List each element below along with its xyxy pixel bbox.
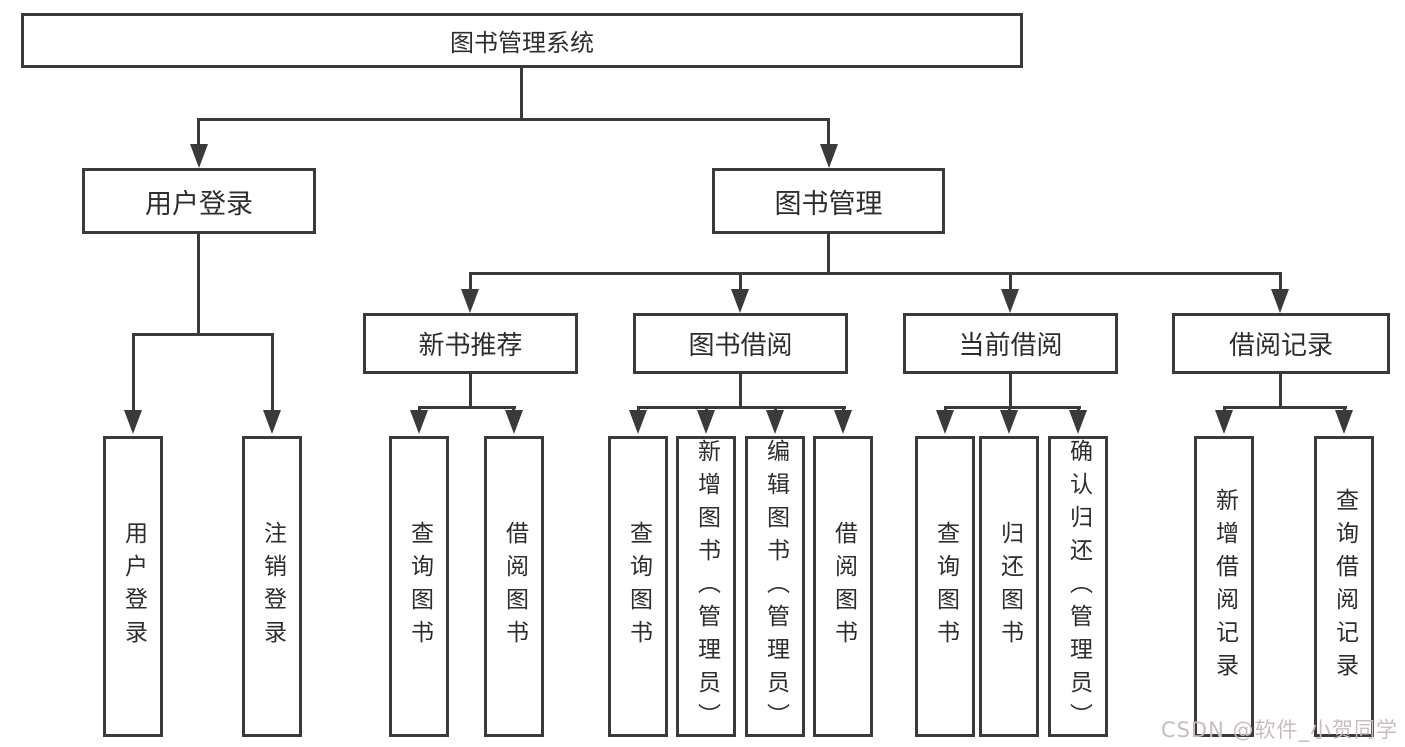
connector-line (520, 68, 523, 120)
leaf-query-books-recommend-label: 查询图书 (406, 520, 433, 653)
watermark: CSDN @软件_小贺同学 (1160, 718, 1398, 742)
arrow-down-icon (505, 410, 523, 434)
leaf-borrow-books: 借阅图书 (813, 436, 873, 737)
arrow-down-icon (124, 410, 142, 434)
node-current-borrow-label: 当前借阅 (958, 331, 1063, 361)
leaf-query-books-borrow: 查询图书 (608, 436, 668, 737)
connector-line (197, 234, 200, 335)
leaf-borrow-books-label: 借阅图书 (830, 520, 857, 653)
leaf-return-book: 归还图书 (979, 436, 1039, 737)
arrow-down-icon (629, 410, 647, 434)
leaf-add-book-admin: 新增图书（管理员） (676, 436, 736, 737)
connector-line (271, 333, 274, 412)
leaf-query-borrow-record: 查询借阅记录 (1314, 436, 1374, 737)
node-book-management: 图书管理 (712, 168, 945, 234)
connector-line (637, 406, 846, 409)
connector-line (418, 406, 516, 409)
leaf-add-borrow-record-label: 新增借阅记录 (1211, 487, 1238, 686)
leaf-confirm-return-admin-label: 确认归还（管理员） (1065, 439, 1092, 736)
node-borrow-records: 借阅记录 (1172, 313, 1390, 374)
leaf-query-books-recommend: 查询图书 (389, 436, 449, 737)
connector-line (197, 118, 830, 121)
arrow-down-icon (936, 410, 954, 434)
leaf-add-book-admin-label: 新增图书（管理员） (693, 439, 720, 736)
node-new-book-recommend-label: 新书推荐 (418, 331, 523, 361)
arrow-down-icon (1000, 410, 1018, 434)
node-book-borrow: 图书借阅 (633, 313, 848, 374)
connector-line (1279, 374, 1282, 408)
arrow-down-icon (1335, 410, 1353, 434)
connector-line (739, 272, 742, 292)
node-root-label: 图书管理系统 (450, 29, 594, 57)
connector-line (469, 374, 472, 408)
leaf-return-book-label: 归还图书 (996, 520, 1023, 653)
leaf-query-borrow-record-label: 查询借阅记录 (1331, 487, 1358, 686)
arrow-down-icon (1001, 289, 1019, 313)
leaf-user-login-label: 用户登录 (120, 520, 147, 653)
connector-line (132, 333, 274, 336)
arrow-down-icon (1215, 410, 1233, 434)
leaf-add-borrow-record: 新增借阅记录 (1194, 436, 1254, 737)
connector-line (827, 118, 830, 146)
leaf-edit-book-admin-label: 编辑图书（管理员） (762, 439, 789, 736)
arrow-down-icon (731, 289, 749, 313)
leaf-borrow-books-recommend-label: 借阅图书 (501, 520, 528, 653)
leaf-borrow-books-recommend: 借阅图书 (484, 436, 544, 737)
arrow-down-icon (820, 144, 838, 168)
node-user-login: 用户登录 (82, 168, 316, 234)
leaf-confirm-return-admin: 确认归还（管理员） (1048, 436, 1108, 737)
leaf-logout: 注销登录 (242, 436, 302, 737)
leaf-logout-label: 注销登录 (259, 520, 286, 653)
connector-line (1009, 272, 1012, 292)
arrow-down-icon (461, 289, 479, 313)
connector-line (944, 406, 1081, 409)
leaf-query-books-borrow-label: 查询图书 (625, 520, 652, 653)
node-book-borrow-label: 图书借阅 (688, 331, 793, 361)
connector-line (1279, 272, 1282, 292)
node-borrow-records-label: 借阅记录 (1228, 331, 1333, 361)
node-root: 图书管理系统 (21, 13, 1023, 68)
arrow-down-icon (1069, 410, 1087, 434)
arrow-down-icon (1271, 289, 1289, 313)
leaf-user-login: 用户登录 (103, 436, 163, 737)
connector-line (132, 333, 135, 412)
connector-line (827, 234, 830, 274)
node-current-borrow: 当前借阅 (903, 313, 1118, 374)
arrow-down-icon (263, 410, 281, 434)
leaf-edit-book-admin: 编辑图书（管理员） (745, 436, 805, 737)
arrow-down-icon (190, 144, 208, 168)
connector-line (469, 272, 1282, 275)
connector-line (469, 272, 472, 292)
arrow-down-icon (697, 410, 715, 434)
arrow-down-icon (410, 410, 428, 434)
node-user-login-label: 用户登录 (145, 188, 253, 220)
connector-line (1223, 406, 1347, 409)
connector-line (197, 118, 200, 146)
node-new-book-recommend: 新书推荐 (363, 313, 578, 374)
node-book-management-label: 图书管理 (774, 188, 883, 220)
leaf-query-books-current-label: 查询图书 (932, 520, 959, 653)
leaf-query-books-current: 查询图书 (915, 436, 975, 737)
arrow-down-icon (834, 410, 852, 434)
connector-line (1009, 374, 1012, 408)
arrow-down-icon (766, 410, 784, 434)
connector-line (739, 374, 742, 408)
